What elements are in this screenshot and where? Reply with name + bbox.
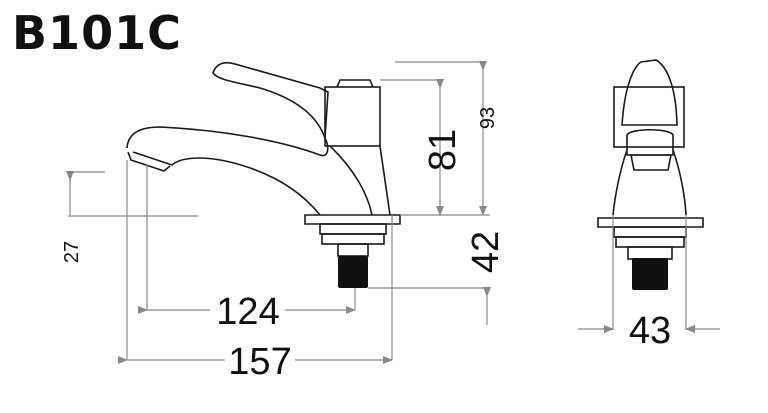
dim-81: 81 xyxy=(422,129,464,171)
thread-front xyxy=(632,258,668,290)
front-view-faucet xyxy=(597,59,704,260)
dim-43: 43 xyxy=(629,310,671,352)
dim-93: 93 xyxy=(477,107,499,129)
dimension-lines xyxy=(66,61,720,364)
dim-124: 124 xyxy=(216,291,279,333)
dim-157: 157 xyxy=(228,341,291,383)
model-title: B101C xyxy=(12,6,182,60)
side-view-faucet xyxy=(126,61,401,257)
dim-27: 27 xyxy=(61,241,83,263)
dim-42: 42 xyxy=(465,231,507,273)
thread-side xyxy=(338,256,368,288)
